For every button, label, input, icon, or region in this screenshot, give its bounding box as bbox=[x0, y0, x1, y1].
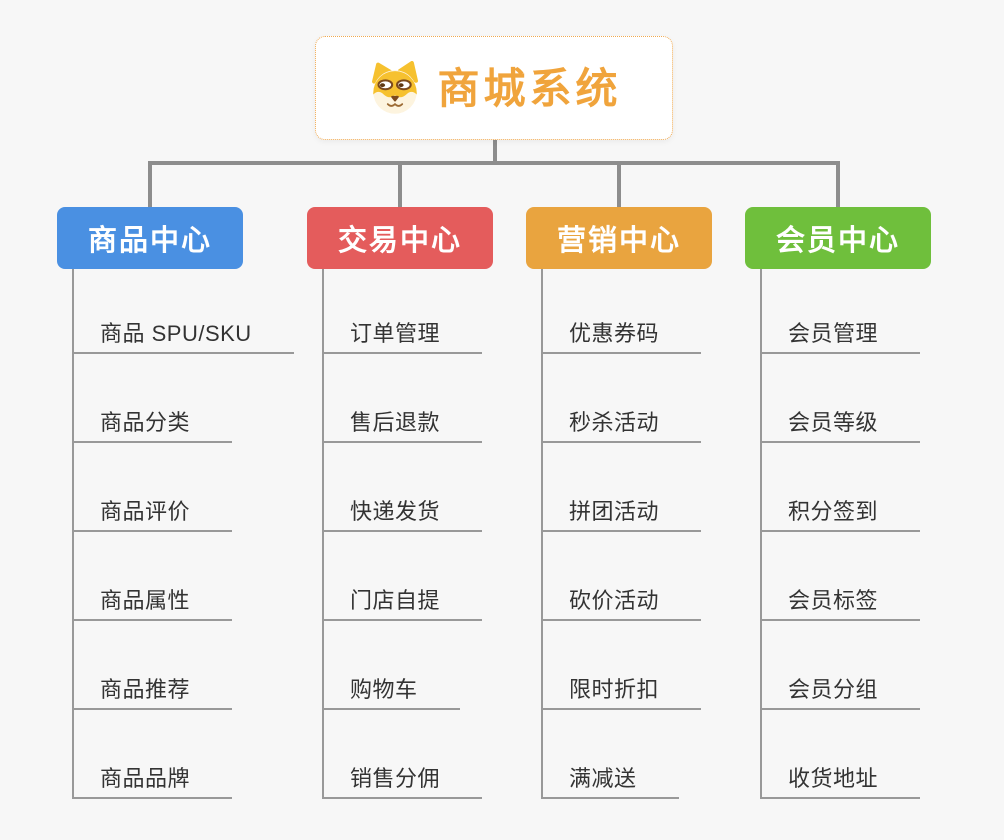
leaf-label: 优惠券码 bbox=[543, 321, 702, 354]
leaf-label: 商品评价 bbox=[74, 499, 233, 532]
shiba-dog-icon bbox=[372, 61, 419, 114]
connector-drop-marketing bbox=[617, 163, 621, 207]
leaf-node[interactable]: 商品推荐 bbox=[74, 621, 294, 710]
leaf-node[interactable]: 会员管理 bbox=[762, 269, 921, 354]
leaf-node[interactable]: 会员分组 bbox=[762, 621, 921, 710]
leaf-node[interactable]: 商品评价 bbox=[74, 443, 294, 532]
leaf-label: 快递发货 bbox=[324, 499, 483, 532]
leaf-node[interactable]: 商品属性 bbox=[74, 532, 294, 621]
leaf-label: 秒杀活动 bbox=[543, 410, 702, 443]
leaf-node[interactable]: 收货地址 bbox=[762, 710, 921, 799]
root-title: 商城系统 bbox=[437, 65, 622, 112]
leaf-label: 订单管理 bbox=[324, 321, 483, 354]
branch-marketing-children: 优惠券码 秒杀活动 拼团活动 砍价活动 限时折扣 满减送 bbox=[541, 269, 702, 799]
leaf-label: 收货地址 bbox=[762, 766, 921, 799]
leaf-label: 会员管理 bbox=[762, 321, 921, 354]
connector-drop-members bbox=[836, 163, 840, 207]
leaf-node[interactable]: 订单管理 bbox=[324, 269, 483, 354]
leaf-label: 砍价活动 bbox=[543, 588, 702, 621]
leaf-node[interactable]: 快递发货 bbox=[324, 443, 483, 532]
leaf-node[interactable]: 商品品牌 bbox=[74, 710, 294, 799]
leaf-node[interactable]: 优惠券码 bbox=[543, 269, 702, 354]
branch-products-children: 商品 SPU/SKU 商品分类 商品评价 商品属性 商品推荐 商品品牌 bbox=[72, 269, 294, 799]
leaf-label: 会员标签 bbox=[762, 588, 921, 621]
leaf-node[interactable]: 商品 SPU/SKU bbox=[74, 269, 294, 354]
leaf-node[interactable]: 满减送 bbox=[543, 710, 701, 799]
leaf-node[interactable]: 会员等级 bbox=[762, 354, 921, 443]
leaf-node[interactable]: 拼团活动 bbox=[543, 443, 702, 532]
leaf-label: 商品属性 bbox=[74, 588, 233, 621]
leaf-label: 门店自提 bbox=[324, 588, 483, 621]
leaf-node[interactable]: 砍价活动 bbox=[543, 532, 702, 621]
connector-drop-trade bbox=[398, 163, 402, 207]
leaf-label: 售后退款 bbox=[324, 410, 483, 443]
root-node[interactable]: 商城系统 bbox=[315, 36, 673, 140]
leaf-label: 拼团活动 bbox=[543, 499, 702, 532]
leaf-node[interactable]: 售后退款 bbox=[324, 354, 483, 443]
leaf-label: 销售分佣 bbox=[324, 766, 483, 799]
branch-members-children: 会员管理 会员等级 积分签到 会员标签 会员分组 收货地址 bbox=[760, 269, 921, 799]
leaf-node[interactable]: 积分签到 bbox=[762, 443, 921, 532]
leaf-node[interactable]: 购物车 bbox=[324, 621, 482, 710]
leaf-node[interactable]: 秒杀活动 bbox=[543, 354, 702, 443]
leaf-node[interactable]: 销售分佣 bbox=[324, 710, 483, 799]
connector-rail bbox=[148, 161, 840, 165]
leaf-node[interactable]: 限时折扣 bbox=[543, 621, 702, 710]
branch-trade-children: 订单管理 售后退款 快递发货 门店自提 购物车 销售分佣 bbox=[322, 269, 483, 799]
leaf-label: 会员分组 bbox=[762, 677, 921, 710]
leaf-label: 满减送 bbox=[543, 766, 679, 799]
branch-header-trade[interactable]: 交易中心 bbox=[307, 207, 493, 269]
connector-drop-products bbox=[148, 163, 152, 207]
branch-header-products[interactable]: 商品中心 bbox=[57, 207, 243, 269]
leaf-label: 会员等级 bbox=[762, 410, 921, 443]
leaf-node[interactable]: 商品分类 bbox=[74, 354, 294, 443]
leaf-node[interactable]: 会员标签 bbox=[762, 532, 921, 621]
leaf-label: 限时折扣 bbox=[543, 677, 702, 710]
leaf-label: 商品品牌 bbox=[74, 766, 233, 799]
leaf-label: 购物车 bbox=[324, 677, 460, 710]
connector-root-stub bbox=[493, 140, 497, 164]
leaf-label: 积分签到 bbox=[762, 499, 921, 532]
leaf-node[interactable]: 门店自提 bbox=[324, 532, 483, 621]
branch-header-marketing[interactable]: 营销中心 bbox=[526, 207, 712, 269]
branch-header-members[interactable]: 会员中心 bbox=[745, 207, 931, 269]
leaf-label: 商品 SPU/SKU bbox=[74, 321, 294, 354]
leaf-label: 商品分类 bbox=[74, 410, 233, 443]
leaf-label: 商品推荐 bbox=[74, 677, 233, 710]
